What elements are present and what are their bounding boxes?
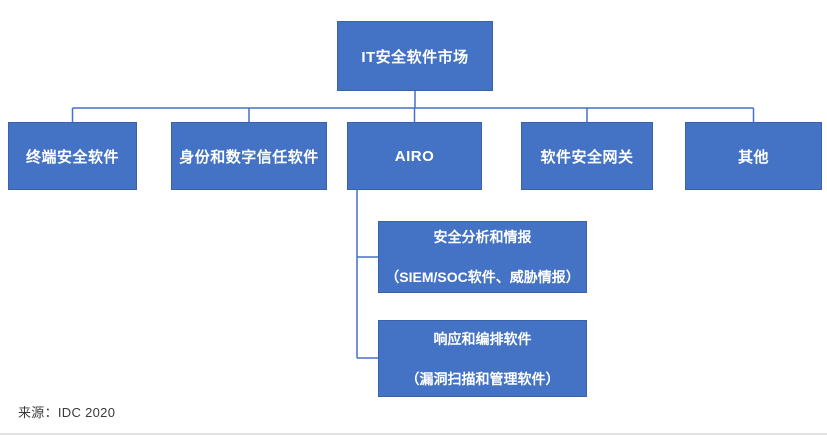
source-note: 来源：IDC 2020 bbox=[18, 405, 116, 420]
node-label: 终端安全软件 bbox=[25, 148, 119, 166]
node-software-security-gateway: 软件安全网关 bbox=[521, 122, 653, 190]
bottom-divider bbox=[0, 433, 827, 435]
node-security-analytics-intelligence: 安全分析和情报 （SIEM/SOC软件、威胁情报） bbox=[378, 221, 587, 293]
node-airo: AIRO bbox=[347, 122, 482, 190]
node-subtitle: （SIEM/SOC软件、威胁情报） bbox=[385, 269, 580, 285]
node-other: 其他 bbox=[685, 122, 822, 190]
node-title: 安全分析和情报 bbox=[433, 229, 532, 245]
node-endpoint-security-software: 终端安全软件 bbox=[8, 122, 137, 190]
node-label: AIRO bbox=[394, 147, 435, 165]
node-response-orchestration-software: 响应和编排软件 （漏洞扫描和管理软件） bbox=[378, 320, 587, 397]
node-identity-digital-trust-software: 身份和数字信任软件 bbox=[171, 122, 327, 190]
node-label: 其他 bbox=[737, 148, 769, 166]
node-subtitle: （漏洞扫描和管理软件） bbox=[405, 370, 560, 387]
node-label: 软件安全网关 bbox=[540, 148, 634, 166]
node-it-security-software-market: IT安全软件市场 bbox=[337, 21, 493, 91]
node-label: 身份和数字信任软件 bbox=[179, 148, 319, 166]
node-title: 响应和编排软件 bbox=[433, 330, 532, 347]
node-label: IT安全软件市场 bbox=[361, 48, 469, 66]
